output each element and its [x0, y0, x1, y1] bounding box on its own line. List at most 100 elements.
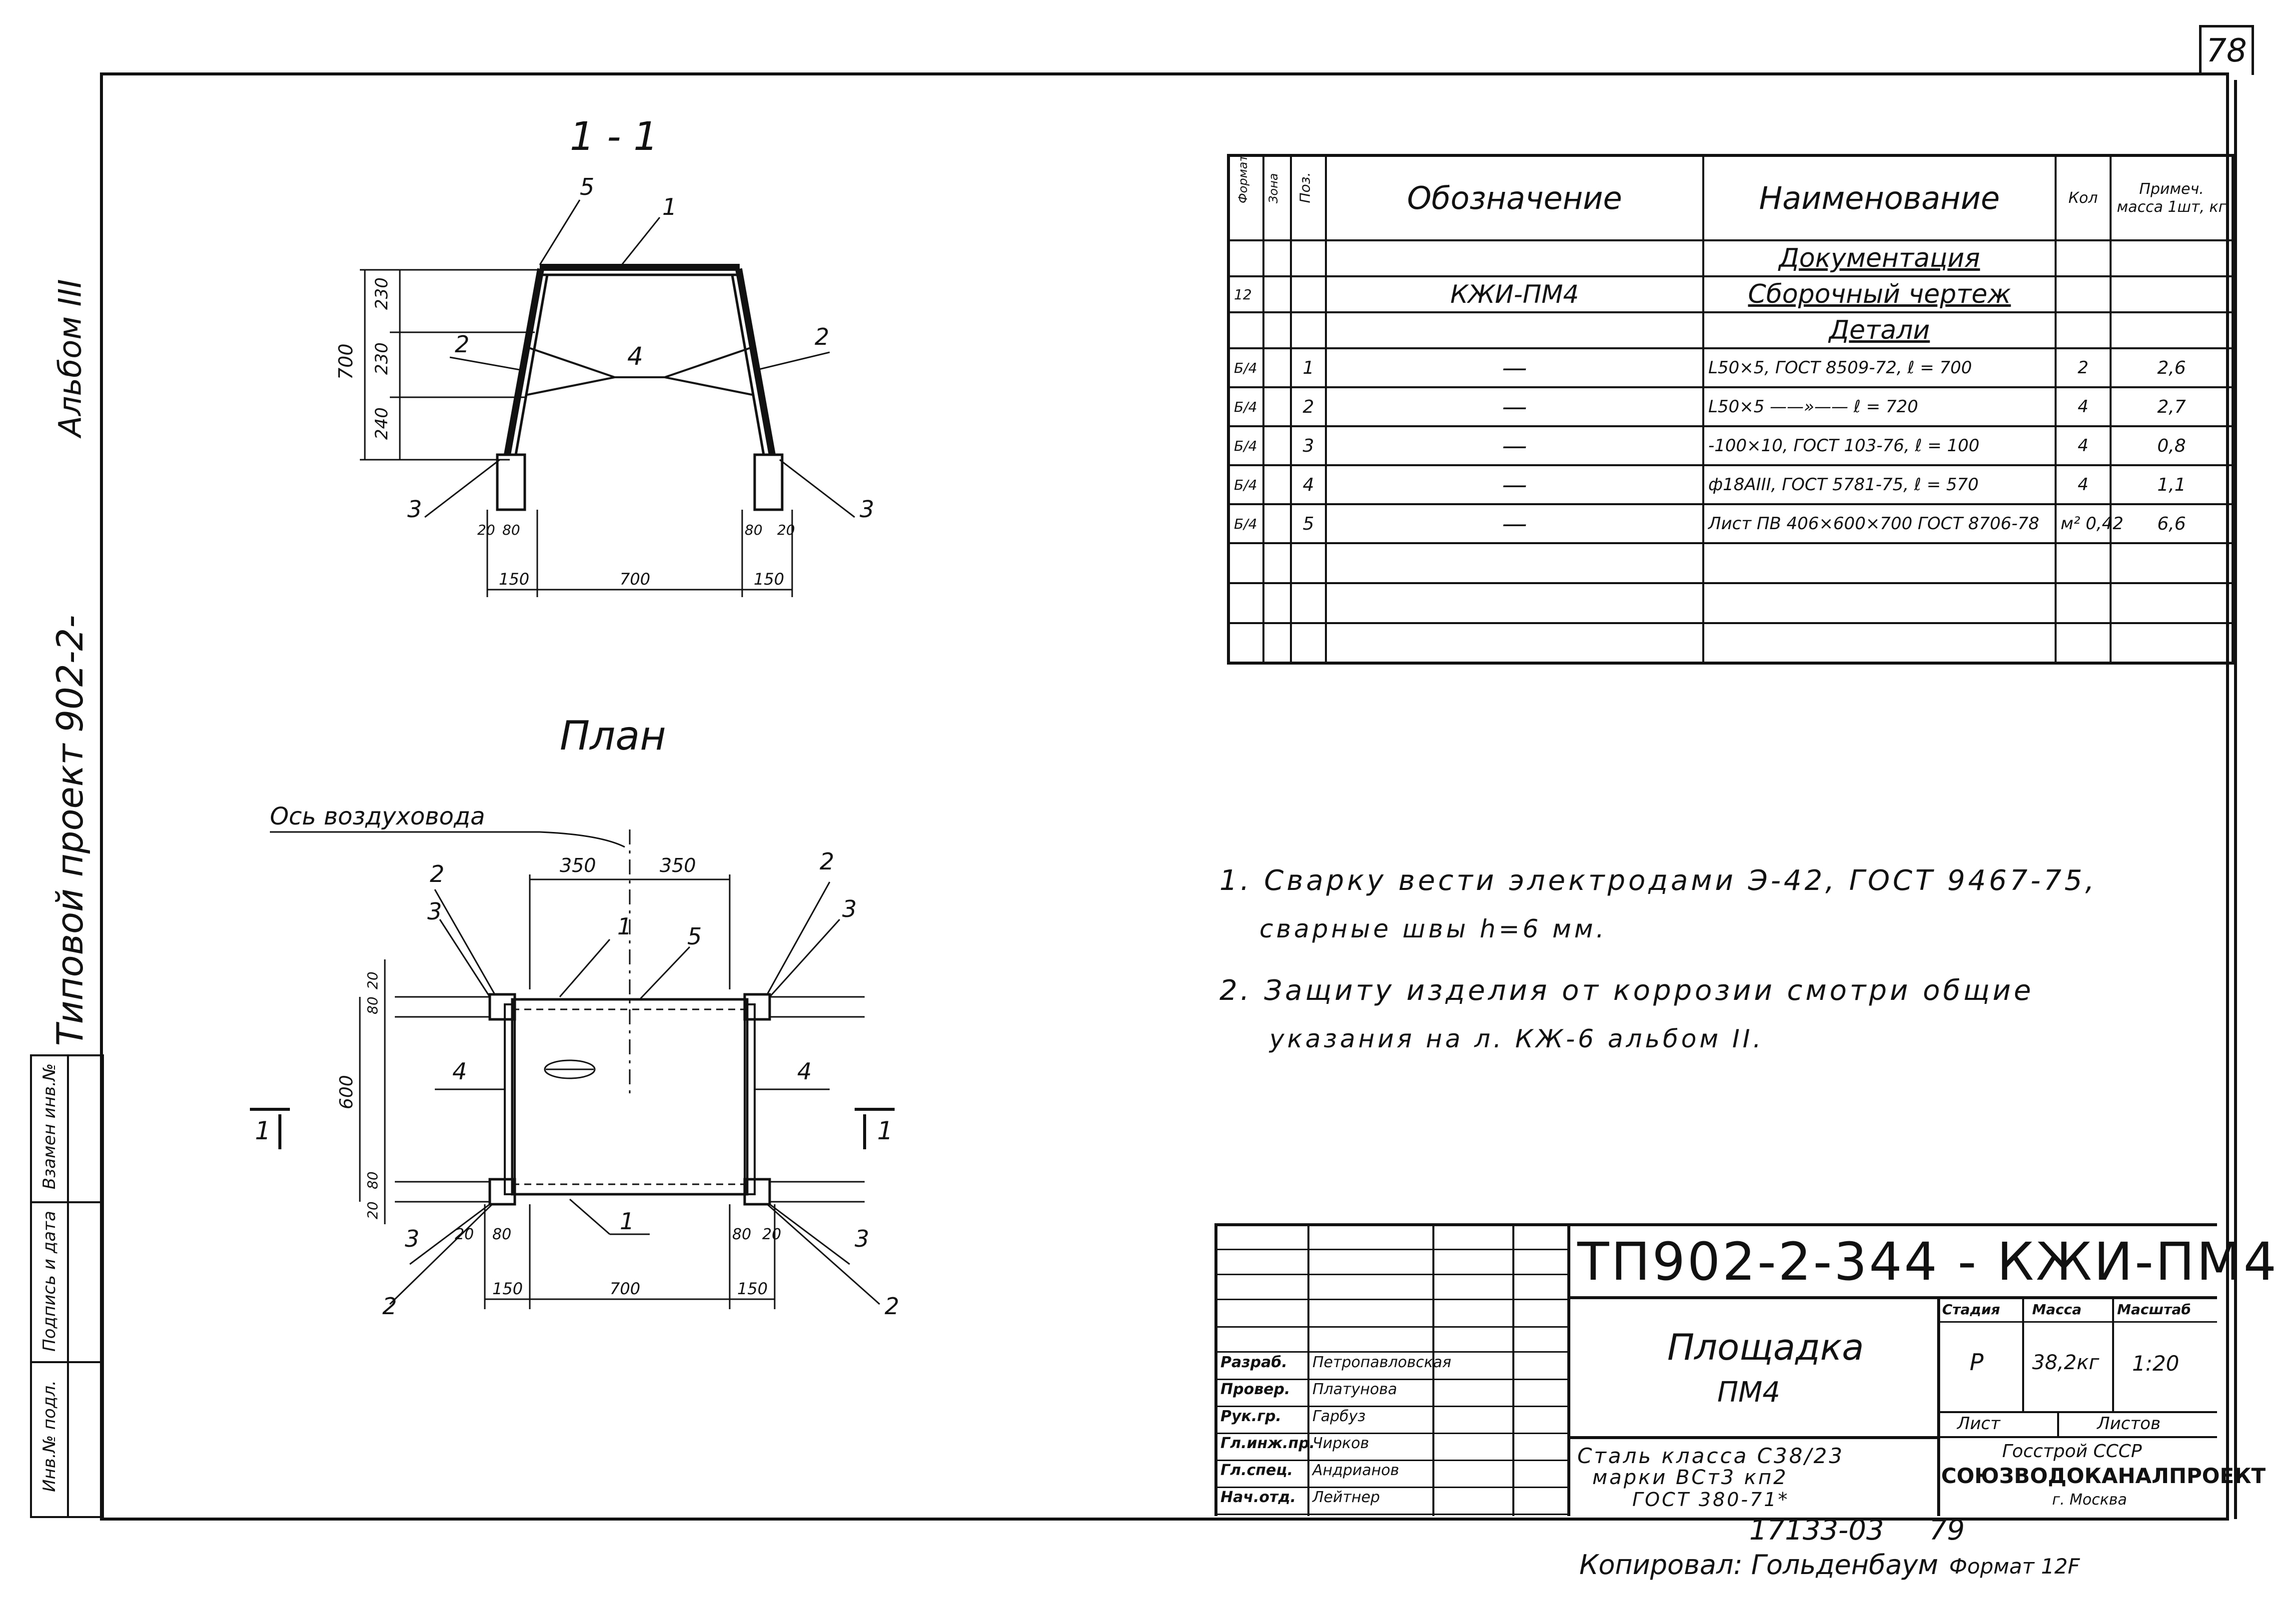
footer-page: 79 [1929, 1514, 1965, 1547]
scale-value: 1:20 [2132, 1351, 2180, 1376]
plan-label-3-bl: 3 [405, 1225, 419, 1252]
spec-cell-name [1702, 622, 2057, 664]
spec-cell-designation [1325, 582, 1704, 624]
spec-cell-pos [1290, 542, 1327, 584]
hdr-format: Формат [1227, 154, 1264, 241]
plan-platform [511, 998, 749, 1196]
plan-label-2-tr: 2 [820, 848, 834, 875]
stamp-signature-date: Подпись и дата [39, 1211, 59, 1352]
mass-value: 38,2кг [2032, 1351, 2100, 1374]
section-right-base [753, 453, 784, 511]
spec-cell-note [2110, 542, 2234, 584]
spec-cell-qty: 4 [2055, 386, 2112, 427]
dim-bottom: 240 [372, 407, 392, 440]
role-title: Разраб. [1220, 1354, 1287, 1371]
page-number-box: 78 [2199, 25, 2254, 75]
plan-dim-base-mid: 700 [610, 1279, 640, 1298]
plan-label-3-br: 3 [855, 1225, 869, 1252]
spec-cell-zone [1262, 542, 1292, 584]
spec-cell-qty: м² 0,42 [2055, 503, 2124, 544]
material-3: ГОСТ 380-71* [1632, 1489, 1790, 1511]
dim-base-left: 150 [499, 570, 529, 589]
plan-label-1-bottom: 1 [620, 1208, 634, 1235]
role-person: Андрианов [1312, 1462, 1399, 1479]
page-number: 78 [2206, 32, 2247, 69]
side-album-label: Альбом III [51, 279, 88, 437]
spec-cell-zone [1262, 464, 1292, 505]
stage-label: Стадия [1942, 1301, 2000, 1318]
spec-cell-note [2110, 311, 2234, 349]
spec-cell-zone [1262, 582, 1292, 624]
spec-cell-format: Б/4 [1227, 425, 1264, 466]
spec-cell-designation: — [1325, 503, 1704, 544]
spec-cell-designation: — [1325, 347, 1704, 388]
dim-top: 230 [372, 277, 392, 310]
spec-cell-qty [2055, 622, 2112, 664]
label-pos-1: 1 [662, 193, 677, 220]
spec-cell-pos [1290, 622, 1327, 664]
org-2: СОЮЗВОДОКАНАЛПРОЕКТ [1941, 1464, 2266, 1488]
spec-cell-note: 0,8 [2110, 425, 2234, 466]
plan-dim-base-right: 150 [737, 1279, 768, 1298]
section-1-1-svg: 1 - 1 700 230 230 240 150 [335, 114, 874, 597]
plan-dim-80-left: 80 [492, 1226, 511, 1243]
role-person: Гарбуз [1312, 1408, 1366, 1425]
item-name-2: ПМ4 [1717, 1376, 1781, 1409]
spec-cell-designation: — [1325, 425, 1704, 466]
role-divider [1217, 1379, 1567, 1380]
dim-80-top: 80 [364, 996, 381, 1014]
spec-cell-designation [1325, 311, 1704, 349]
spec-row: Документация [1227, 239, 2234, 277]
spec-cell-qty: 4 [2055, 425, 2112, 466]
spec-cell-note [2110, 622, 2234, 664]
spec-cell-designation: КЖИ-ПМ4 [1325, 275, 1704, 313]
spec-cell-zone [1262, 239, 1292, 277]
spec-cell-designation [1325, 542, 1704, 584]
hdr-name: Наименование [1702, 154, 2057, 241]
stamp-instead-inv: Взамен инв.№ [39, 1063, 59, 1190]
note-1: 1. Сварку вести электродами Э-42, ГОСТ 9… [1219, 864, 2098, 897]
spec-cell-qty [2055, 582, 2112, 624]
section-right-leg [735, 268, 776, 456]
spec-cell-name: Документация [1702, 239, 2057, 277]
section-mark-left: 1 [255, 1116, 271, 1145]
spec-cell-name: -100×10, ГОСТ 103-76, ℓ = 100 [1702, 425, 2057, 466]
dim-total: 700 [335, 343, 357, 380]
role-person: Платунова [1312, 1381, 1397, 1398]
spec-cell-pos: 5 [1290, 503, 1327, 544]
spec-cell-zone [1262, 425, 1292, 466]
note-1-cont: сварные швы h=6 мм. [1259, 914, 1607, 943]
spec-cell-format [1227, 311, 1264, 349]
note-2: 2. Защиту изделия от коррозии смотри общ… [1219, 974, 2034, 1007]
spec-cell-pos: 4 [1290, 464, 1327, 505]
spec-cell-note: 6,6 [2110, 503, 2234, 544]
copied-by: Копировал: Гольденбаум [1579, 1549, 1939, 1581]
spec-row [1227, 582, 2234, 624]
dim-20-bottom: 20 [364, 1201, 381, 1219]
side-project-label: Типовой проект 902-2- [49, 615, 91, 1046]
section-1-1-view: 1 - 1 700 230 230 240 150 [300, 110, 950, 640]
role-person: Лейтнер [1312, 1489, 1380, 1506]
side-stamp: Инв.№ подл. Подпись и дата Взамен инв.№ [30, 1054, 104, 1518]
label-pos-2-right: 2 [815, 323, 829, 350]
spec-cell-note: 1,1 [2110, 464, 2234, 505]
spec-cell-designation [1325, 239, 1704, 277]
plan-label-3-tl: 3 [427, 898, 442, 925]
label-pos-2-left: 2 [455, 331, 469, 358]
section-left-leg [504, 268, 544, 456]
spec-cell-zone [1262, 622, 1292, 664]
org-3: г. Москва [2052, 1491, 2127, 1509]
role-title: Провер. [1220, 1381, 1290, 1398]
spec-table: Формат Зона Поз. Обозначение Наименовани… [1227, 154, 2235, 665]
note-2-cont: указания на л. КЖ-6 альбом II. [1269, 1024, 1764, 1053]
scale-label: Масштаб [2117, 1301, 2191, 1318]
spec-cell-pos [1290, 582, 1327, 624]
spec-cell-zone [1262, 386, 1292, 427]
role-title: Гл.спец. [1220, 1462, 1293, 1479]
stage-value: Р [1970, 1349, 1984, 1376]
item-name-1: Площадка [1667, 1326, 1864, 1368]
dim-350-left: 350 [560, 854, 596, 876]
